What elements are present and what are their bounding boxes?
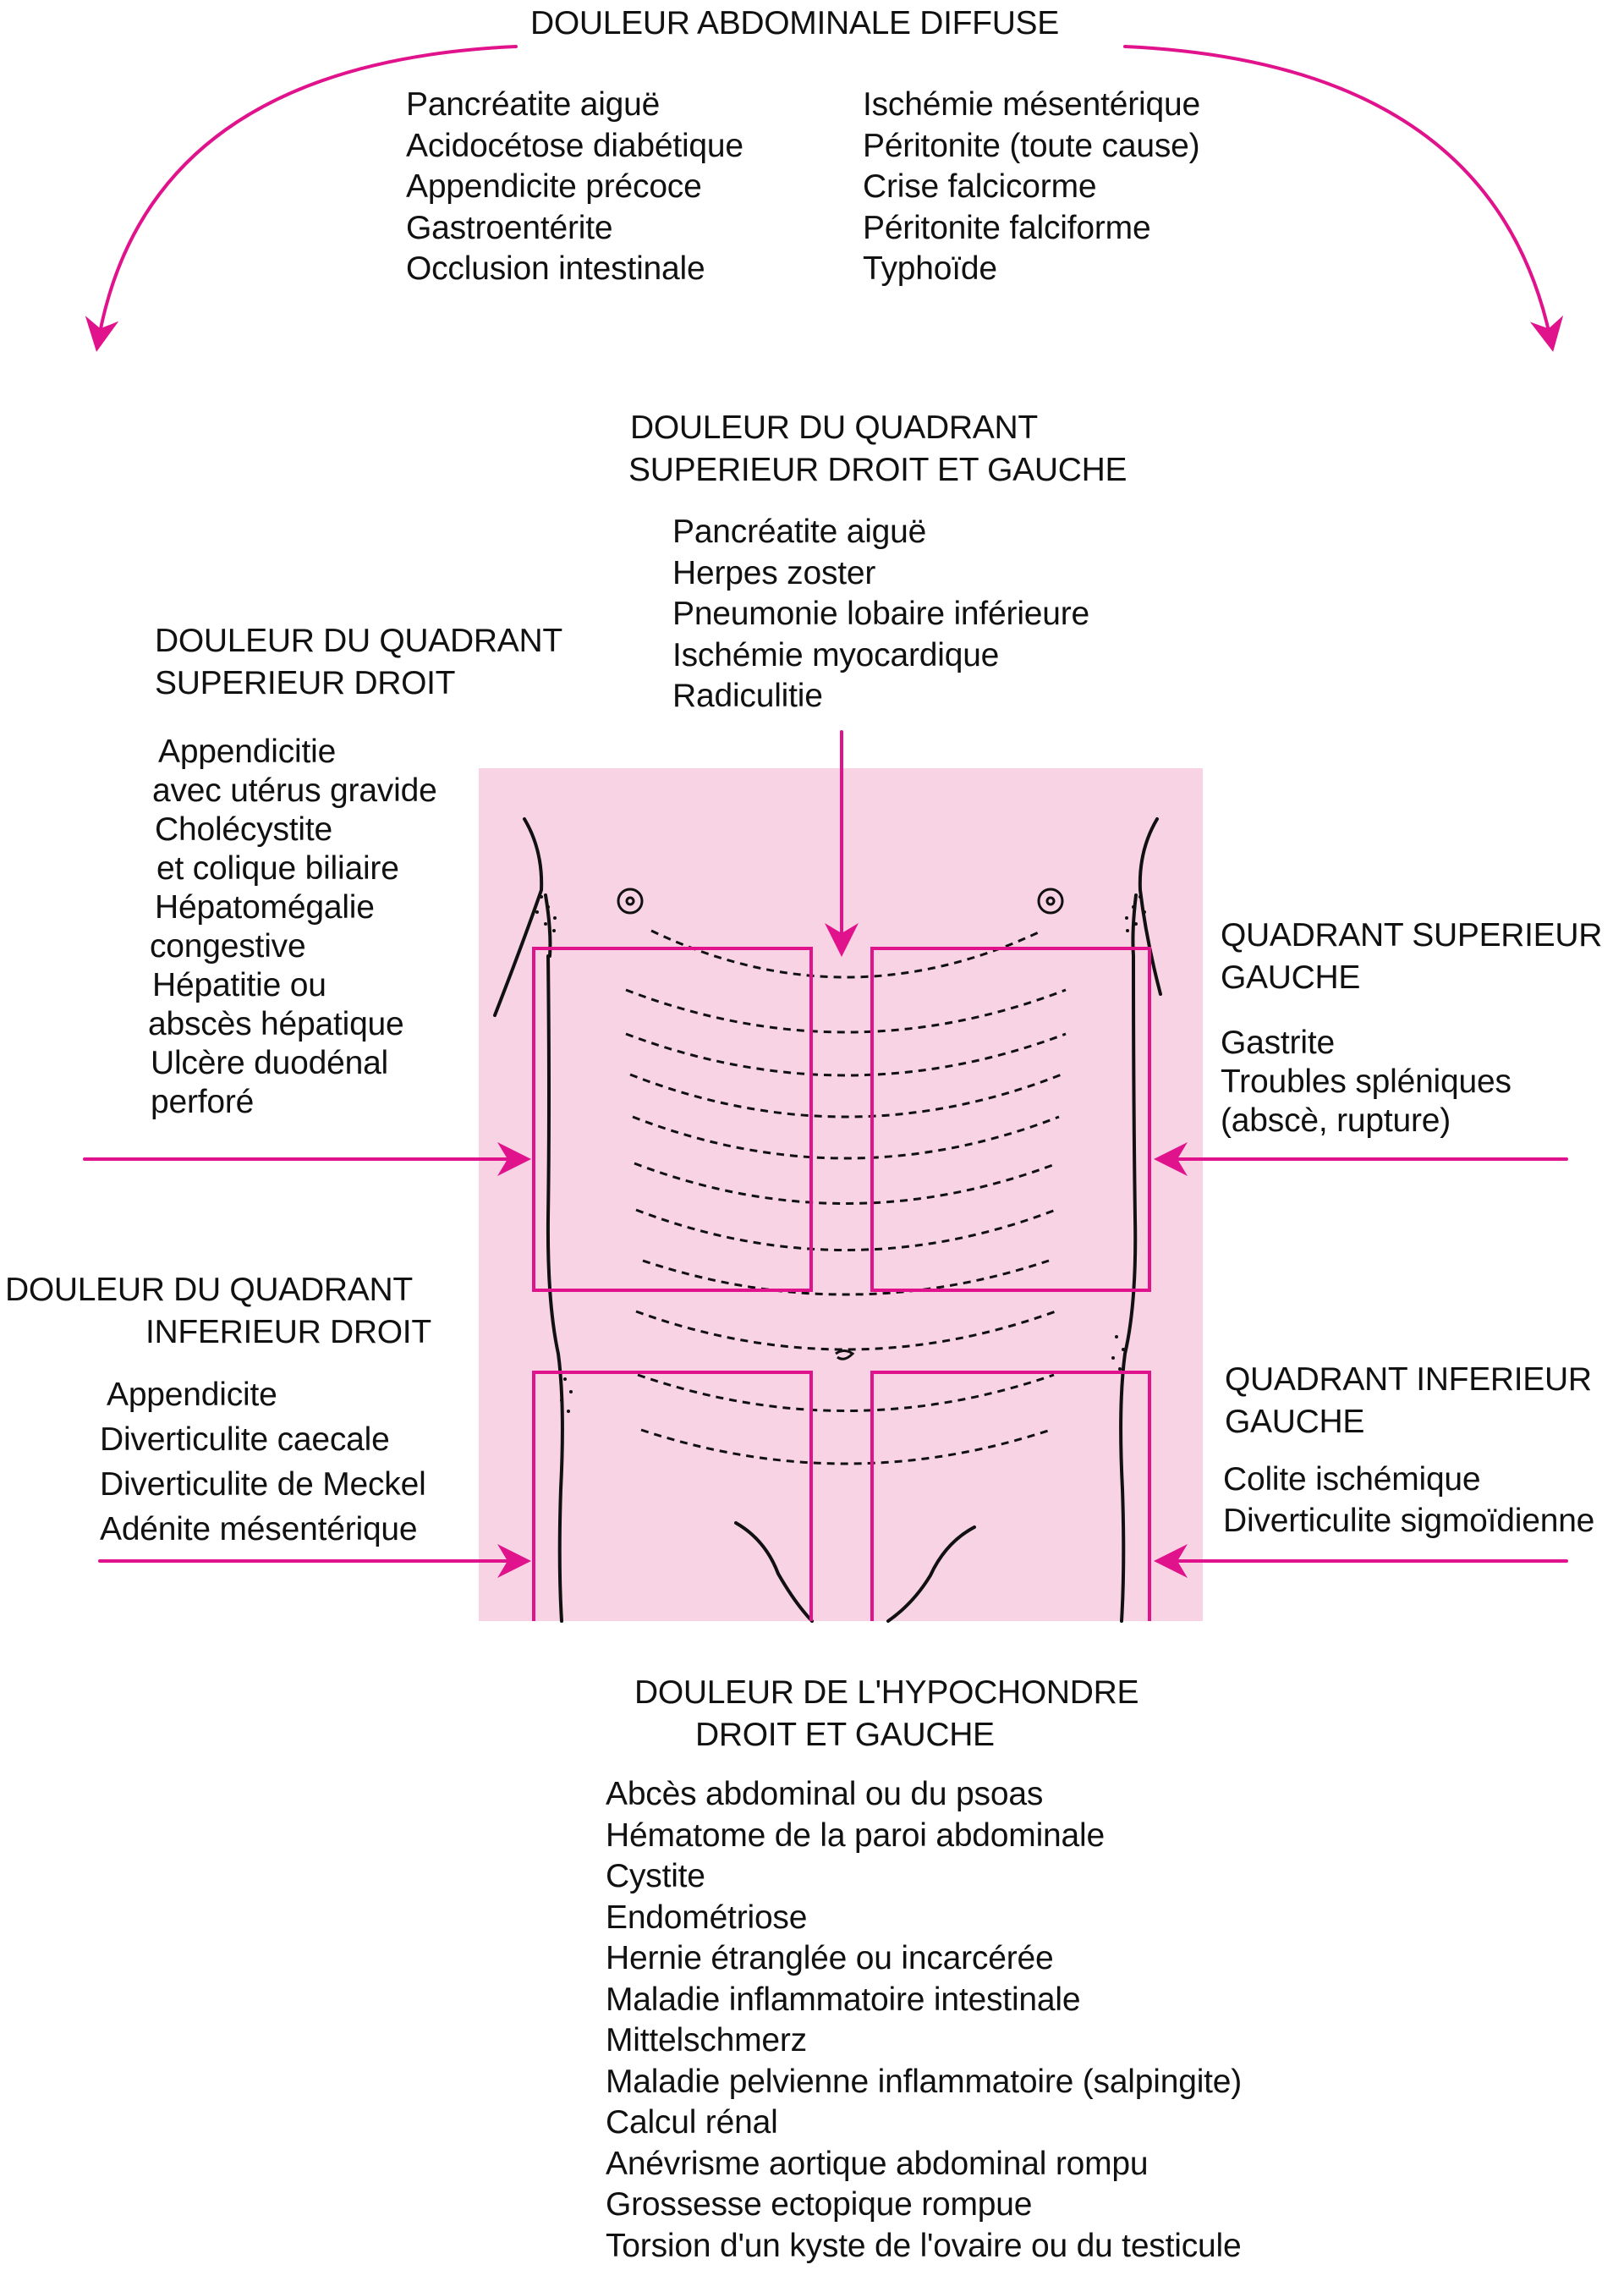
list-item: Cystite [606,1858,705,1894]
list-item: Diverticulite de Meckel [100,1466,426,1503]
list-item: Crise falcicorme [863,168,1097,205]
list-item: Colite ischémique [1223,1461,1481,1498]
list-item: (abscè, rupture) [1221,1102,1451,1139]
upper-right-list: Appendicitie avec utérus gravide Cholécy… [148,733,437,1122]
hypochondre-title: DOULEUR DE L'HYPOCHONDRE DROIT ET GAUCHE [634,1672,1138,1756]
list-item: Gastrite [1221,1025,1335,1061]
list-item: Endométriose [606,1899,808,1936]
title-line: DOULEUR DU QUADRANT [630,409,1038,446]
list-item: Ischémie mésentérique [863,86,1200,123]
title-line: SUPERIEUR DROIT ET GAUCHE [628,452,1127,488]
list-item: perforé [151,1084,255,1120]
list-item: abscès hépatique [148,1006,404,1042]
upper-both-title-2: SUPERIEUR DROIT ET GAUCHE [628,449,1127,492]
list-item: Abcès abdominal ou du psoas [606,1776,1044,1812]
box-upper-right-quadrant [532,947,813,1292]
lower-left-list: Colite ischémique Diverticulite sigmoïdi… [1223,1459,1594,1542]
list-item: Ischémie myocardique [672,636,1000,673]
upper-left-title: QUADRANT SUPERIEUR GAUCHE [1221,915,1602,999]
diffuse-list-right: Ischémie mésentérique Péritonite (toute … [863,85,1200,290]
list-item: Mittelschmerz [606,2022,807,2058]
list-item: Typhoïde [863,250,997,287]
list-item: Pancréatite aiguë [672,514,927,550]
list-item: Hernie étranglée ou incarcérée [606,1940,1054,1976]
list-item: Appendicite [107,1377,277,1413]
diffuse-list-left: Pancréatite aiguë Acidocétose diabétique… [406,85,743,290]
list-item: Occlusion intestinale [406,250,705,287]
list-item: avec utérus gravide [152,772,437,809]
arrow-diffuse-right [1123,45,1564,352]
title-line: INFERIEUR DROIT [145,1314,431,1350]
upper-both-title: DOULEUR DU QUADRANT [630,407,1038,449]
list-item: Appendicite précoce [406,168,702,205]
list-item: Maladie inflammatoire intestinale [606,1981,1081,2018]
title-line: DOULEUR DU QUADRANT [155,623,562,659]
diffuse-title: DOULEUR ABDOMINALE DIFFUSE [530,5,1059,41]
title-line: SUPERIEUR DROIT [155,665,456,701]
list-item: congestive [150,928,306,965]
list-item: Ulcère duodénal [151,1045,389,1081]
title-line: DROIT ET GAUCHE [695,1717,995,1753]
list-item: et colique biliaire [156,850,399,887]
list-item: Gastroentérite [406,209,613,246]
upper-right-title: DOULEUR DU QUADRANT SUPERIEUR DROIT [155,620,562,705]
lower-right-title: DOULEUR DU QUADRANT INFERIEUR DROIT [5,1269,431,1354]
list-item: Torsion d'un kyste de l'ovaire ou du tes… [606,2227,1242,2264]
box-lower-left-quadrant [870,1371,1151,1621]
navel [835,1349,855,1360]
quadrant-boxes [532,947,1151,1621]
list-item: Pancréatite aiguë [406,86,661,123]
list-item: Radiculitie [672,678,823,714]
list-item: Hématome de la paroi abdominale [606,1817,1105,1854]
list-item: Grossesse ectopique rompue [606,2186,1033,2223]
upper-left-list: Gastrite Troubles spléniques (abscè, rup… [1221,1024,1512,1140]
hypochondre-list: Abcès abdominal ou du psoas Hématome de … [606,1774,1242,2267]
lower-right-list: Appendicite Diverticulite caecale Divert… [100,1372,426,1552]
list-item: Adénite mésentérique [100,1511,418,1547]
list-item: Péritonite falciforme [863,209,1151,246]
box-upper-left-quadrant [870,947,1151,1292]
title-line: GAUCHE [1225,1404,1365,1440]
list-item: Diverticulite caecale [100,1421,390,1458]
title-line: QUADRANT INFERIEUR [1225,1361,1592,1398]
title-line: DOULEUR DU QUADRANT [5,1272,413,1308]
list-item: Hépatitie ou [152,967,326,1003]
torso-outline [493,817,1162,1623]
list-item: Diverticulite sigmoïdienne [1223,1503,1595,1539]
shading-dots [535,895,1146,1413]
list-item: Cholécystite [155,811,333,848]
list-item: Pneumonie lobaire inférieure [672,596,1090,632]
title-line: GAUCHE [1221,959,1361,996]
list-item: Troubles spléniques [1221,1064,1512,1100]
lower-left-title: QUADRANT INFERIEUR GAUCHE [1225,1359,1592,1443]
box-lower-right-quadrant [532,1371,813,1621]
title-line: QUADRANT SUPERIEUR [1221,917,1603,954]
list-item: Calcul rénal [606,2104,778,2141]
list-item: Péritonite (toute cause) [863,127,1200,164]
rib-arcs [625,929,1067,1465]
list-item: Appendicitie [158,734,337,770]
list-item: Anévrisme aortique abdominal rompu [606,2145,1149,2182]
list-item: Hépatomégalie [155,889,375,926]
arrow-diffuse-left [85,45,518,352]
list-item: Acidocétose diabétique [406,127,743,164]
title-line: DOULEUR DE L'HYPOCHONDRE [634,1674,1139,1711]
list-item: Maladie pelvienne inflammatoire (salping… [606,2063,1243,2100]
list-item: Herpes zoster [672,554,876,591]
nipples [617,888,1064,915]
upper-both-list: Pancréatite aiguë Herpes zoster Pneumoni… [672,512,1089,717]
